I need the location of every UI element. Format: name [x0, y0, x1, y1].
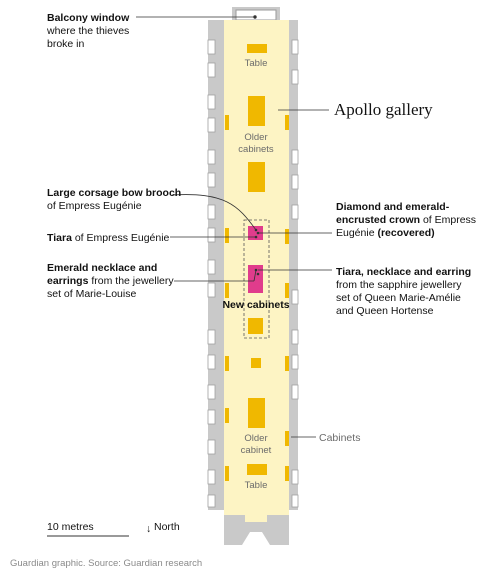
- annotation-emerald-rest: from the jewellery: [88, 275, 174, 287]
- annotation-crown-line2: encrusted crown of Empress: [336, 214, 476, 226]
- label-older-cabinet-line2: cabinet: [241, 445, 272, 456]
- wall-niches: [207, 39, 299, 508]
- annotation-crown-line3: Eugénie (recovered): [336, 227, 435, 239]
- annotation-brooch-title: Large corsage bow brooch: [47, 187, 181, 199]
- annotation-balcony-line3: broke in: [47, 38, 85, 50]
- annotation-emerald-line1: Emerald necklace and: [47, 262, 157, 274]
- annotation-emerald-line2: earrings from the jewellery: [47, 275, 174, 287]
- label-older-cabinets-line1: Older: [244, 132, 267, 143]
- annotation-sapphire-line2: from the sapphire jewellery: [336, 279, 462, 291]
- annotation-tiara-bold: Tiara: [47, 232, 72, 244]
- leader-lines: [136, 15, 332, 438]
- older-cabinet-d: [251, 358, 261, 368]
- label-new-cabinets: New cabinets: [222, 299, 289, 311]
- annotation-balcony-title: Balcony window: [47, 12, 130, 24]
- annotation-crown-line1: Diamond and emerald-: [336, 201, 450, 213]
- annotation-crown-bold: encrusted crown: [336, 214, 420, 226]
- annotation-cabinets: Cabinets: [319, 432, 360, 444]
- annotation-crown-eugenie: Eugénie: [336, 227, 377, 239]
- annotation-tiara: Tiara of Empress Eugénie: [47, 232, 170, 244]
- balcony-window: [235, 9, 277, 21]
- table-south: [247, 464, 267, 475]
- annotation-emerald-bold: earrings: [47, 275, 89, 287]
- footer-credit: Guardian graphic. Source: Guardian resea…: [10, 558, 202, 569]
- new-cabinet-sapphire: [248, 265, 263, 293]
- label-older-cabinets-line2: cabinets: [238, 144, 274, 155]
- older-cabinet-c: [248, 318, 263, 334]
- annotation-crown-recovered: (recovered): [377, 227, 434, 239]
- new-cabinet-crown: [248, 226, 263, 240]
- label-table-south: Table: [245, 480, 268, 491]
- gallery-title: Apollo gallery: [334, 100, 433, 119]
- leader-brooch: [171, 194, 257, 231]
- annotation-emerald-line3: set of Marie-Louise: [47, 288, 136, 300]
- annotation-tiara-rest: of Empress Eugénie: [72, 232, 170, 244]
- label-older-cabinet-line1: Older: [244, 433, 267, 444]
- label-table-north: Table: [245, 58, 268, 69]
- annotation-balcony-line2: where the thieves: [46, 25, 129, 37]
- leader-balcony-dot: [253, 15, 257, 19]
- leader-dots: [254, 228, 260, 276]
- new-cabinets-zone: [243, 219, 270, 339]
- older-cabinet-a: [248, 96, 265, 126]
- older-cabinet-b: [248, 162, 265, 192]
- wall-cabinets: [225, 115, 289, 481]
- annotation-sapphire-line4: and Queen Hortense: [336, 305, 434, 317]
- annotation-sapphire-title: Tiara, necklace and earring: [336, 266, 471, 278]
- annotation-brooch-line2: of Empress Eugénie: [47, 200, 142, 212]
- leader-emerald-dot-link: [253, 269, 257, 282]
- annotation-sapphire-line3: set of Queen Marie-Amélie: [336, 292, 461, 304]
- table-north: [247, 44, 267, 53]
- older-cabinet-e: [248, 398, 265, 428]
- scale-label: 10 metres: [47, 521, 94, 533]
- gallery-floor-end: [245, 512, 267, 522]
- north-label: North: [154, 521, 180, 533]
- north-arrow-icon: ↓: [146, 523, 151, 535]
- annotation-crown-rest: of Empress: [420, 214, 476, 226]
